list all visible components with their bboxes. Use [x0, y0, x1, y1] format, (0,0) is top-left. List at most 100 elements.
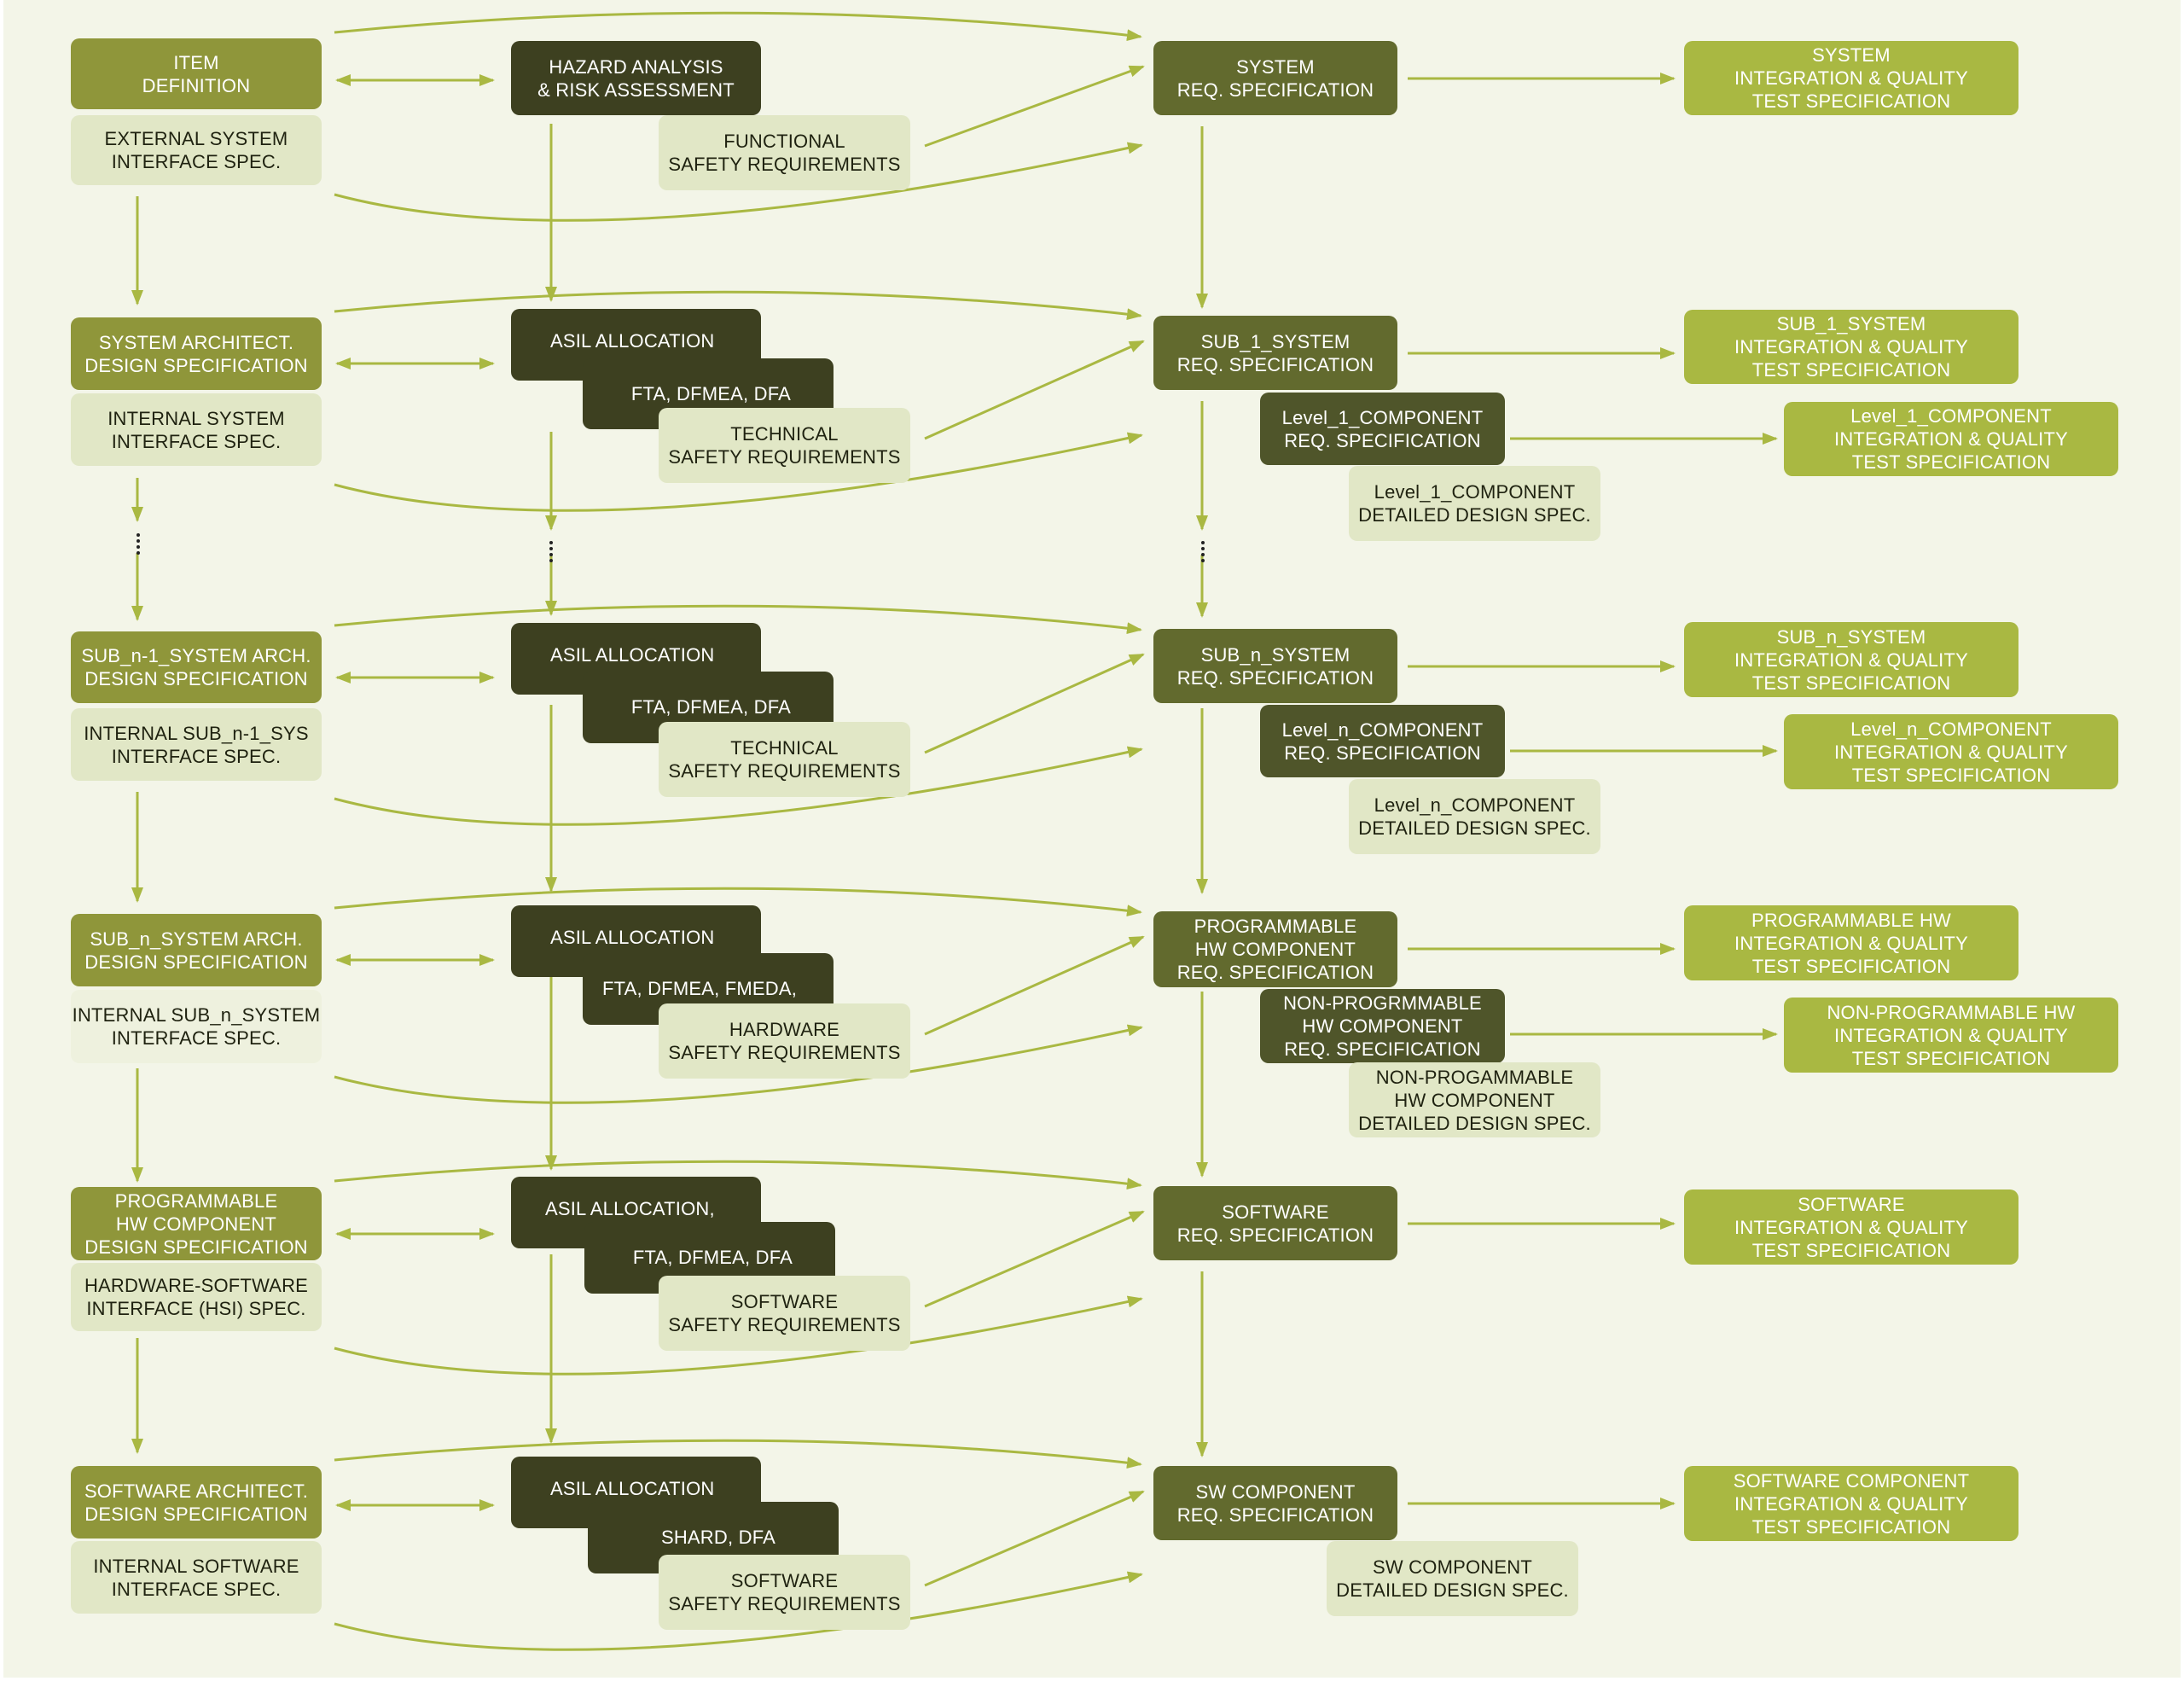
system-req-spec-label: SYSTEM REQ. SPECIFICATION — [1176, 55, 1374, 101]
non-programmable-hw-detailed-design-label: NON-PROGAMMABLE HW COMPONENT DETAILED DE… — [1358, 1066, 1591, 1134]
programmable-hw-integration-test-spec-box: PROGRAMMABLE HW INTEGRATION & QUALITY TE… — [1684, 905, 2018, 980]
arc-bottom-3 — [334, 1024, 1143, 1104]
asil-allocation-label-4: ASIL ALLOCATION, — [545, 1198, 715, 1219]
level1-component-detailed-design-box: Level_1_COMPONENT DETAILED DESIGN SPEC. — [1349, 466, 1600, 541]
programmable-hw-component-design-spec-box: PROGRAMMABLE HW COMPONENT DESIGN SPECIFI… — [71, 1187, 322, 1260]
asil-allocation-label-3: ASIL ALLOCATION — [550, 927, 715, 948]
sub-n-system-integration-test-spec-box: SUB_n_SYSTEM INTEGRATION & QUALITY TEST … — [1684, 622, 2018, 697]
level1-component-req-spec-label: Level_1_COMPONENT REQ. SPECIFICATION — [1281, 406, 1484, 451]
analysis-methods-label-1: FTA, DFMEA, DFA — [630, 383, 791, 404]
sw-component-detailed-design-label: SW COMPONENT DETAILED DESIGN SPEC. — [1336, 1556, 1569, 1601]
safety-to-spec-1 — [924, 340, 1145, 440]
level1-component-integration-test-spec-label: Level_1_COMPONENT INTEGRATION & QUALITY … — [1834, 405, 2068, 473]
system-architect-design-spec-label: SYSTEM ARCHITECT. DESIGN SPECIFICATION — [84, 331, 308, 376]
hardware-software-interface-label: HARDWARE-SOFTWARE INTERFACE (HSI) SPEC. — [84, 1275, 309, 1319]
level1-component-integration-test-spec-box: Level_1_COMPONENT INTEGRATION & QUALITY … — [1784, 402, 2118, 476]
sub-n-system-arch-design-spec-box: SUB_n_SYSTEM ARCH. DESIGN SPECIFICATION — [71, 914, 322, 986]
level-n-component-integration-test-spec-label: Level_n_COMPONENT INTEGRATION & QUALITY … — [1834, 718, 2068, 786]
functional-safety-requirements-label: FUNCTIONAL SAFETY REQUIREMENTS — [668, 131, 901, 175]
arc-bottom-4 — [334, 1295, 1143, 1376]
software-safety-requirements-box-2: SOFTWARE SAFETY REQUIREMENTS — [659, 1555, 910, 1630]
safety-to-spec-4 — [924, 1210, 1145, 1308]
hazard-analysis-box: HAZARD ANALYSIS & RISK ASSESSMENT — [511, 41, 761, 115]
sub-n-1-system-arch-design-spec-label: SUB_n-1_SYSTEM ARCH. DESIGN SPECIFICATIO… — [81, 645, 311, 689]
sub1-system-req-spec-box: SUB_1_SYSTEM REQ. SPECIFICATION — [1153, 316, 1397, 390]
analysis-methods-label-5: SHARD, DFA — [660, 1527, 775, 1548]
sw-component-req-spec-label: SW COMPONENT REQ. SPECIFICATION — [1176, 1480, 1374, 1526]
internal-system-interface-box: INTERNAL SYSTEM INTERFACE SPEC. — [71, 393, 322, 466]
internal-system-interface-label: INTERNAL SYSTEM INTERFACE SPEC. — [107, 407, 285, 452]
software-safety-requirements-label-2: SOFTWARE SAFETY REQUIREMENTS — [668, 1570, 901, 1614]
sw-component-req-spec-box: SW COMPONENT REQ. SPECIFICATION — [1153, 1466, 1397, 1540]
programmable-hw-component-design-spec-label: PROGRAMMABLE HW COMPONENT DESIGN SPECIFI… — [84, 1189, 308, 1258]
sub-n-system-req-spec-box: SUB_n_SYSTEM REQ. SPECIFICATION — [1153, 629, 1397, 703]
asil-allocation-label-1: ASIL ALLOCATION — [550, 330, 715, 352]
arc-bottom-0 — [334, 142, 1143, 222]
technical-safety-requirements-box-1: TECHNICAL SAFETY REQUIREMENTS — [659, 408, 910, 483]
software-req-spec-box: SOFTWARE REQ. SPECIFICATION — [1153, 1186, 1397, 1260]
hardware-software-interface-box: HARDWARE-SOFTWARE INTERFACE (HSI) SPEC. — [71, 1263, 322, 1331]
system-architect-design-spec-box: SYSTEM ARCHITECT. DESIGN SPECIFICATION — [71, 317, 322, 390]
level-n-component-detailed-design-box: Level_n_COMPONENT DETAILED DESIGN SPEC. — [1349, 779, 1600, 854]
sub1-system-req-spec-label: SUB_1_SYSTEM REQ. SPECIFICATION — [1176, 330, 1374, 375]
non-programmable-hw-detailed-design-box: NON-PROGAMMABLE HW COMPONENT DETAILED DE… — [1349, 1062, 1600, 1137]
software-safety-requirements-box-1: SOFTWARE SAFETY REQUIREMENTS — [659, 1276, 910, 1351]
software-component-integration-test-spec-label: SOFTWARE COMPONENT INTEGRATION & QUALITY… — [1733, 1469, 1970, 1538]
safety-to-spec-5 — [924, 1490, 1145, 1587]
hazard-analysis-label: HAZARD ANALYSIS & RISK ASSESSMENT — [537, 55, 735, 101]
software-integration-test-spec-box: SOFTWARE INTEGRATION & QUALITY TEST SPEC… — [1684, 1189, 2018, 1265]
technical-safety-requirements-label-2: TECHNICAL SAFETY REQUIREMENTS — [668, 737, 901, 782]
external-system-interface-label: EXTERNAL SYSTEM INTERFACE SPEC. — [104, 128, 288, 172]
non-programmable-hw-integration-test-spec-box: NON-PROGRAMMABLE HW INTEGRATION & QUALIT… — [1784, 998, 2118, 1073]
programmable-hw-integration-test-spec-label: PROGRAMMABLE HW INTEGRATION & QUALITY TE… — [1734, 909, 1968, 977]
system-integration-test-spec-box: SYSTEM INTEGRATION & QUALITY TEST SPECIF… — [1684, 41, 2018, 115]
arc-top-4 — [334, 1160, 1142, 1190]
internal-sub-n-1-sys-interface-label: INTERNAL SUB_n-1_SYS INTERFACE SPEC. — [84, 722, 309, 767]
system-integration-test-spec-label: SYSTEM INTEGRATION & QUALITY TEST SPECIF… — [1734, 44, 1968, 112]
level-n-component-integration-test-spec-box: Level_n_COMPONENT INTEGRATION & QUALITY … — [1784, 714, 2118, 789]
level-n-component-req-spec-box: Level_n_COMPONENT REQ. SPECIFICATION — [1260, 705, 1505, 777]
arc-bottom-2 — [334, 746, 1143, 826]
sub1-system-integration-test-spec-box: SUB_1_SYSTEM INTEGRATION & QUALITY TEST … — [1684, 310, 2018, 384]
arc-top-3 — [334, 887, 1142, 917]
level-n-component-req-spec-label: Level_n_COMPONENT REQ. SPECIFICATION — [1281, 718, 1484, 764]
hardware-safety-requirements-label: HARDWARE SAFETY REQUIREMENTS — [668, 1019, 901, 1063]
internal-sub-n-1-sys-interface-box: INTERNAL SUB_n-1_SYS INTERFACE SPEC. — [71, 708, 322, 781]
sub-n-system-integration-test-spec-label: SUB_n_SYSTEM INTEGRATION & QUALITY TEST … — [1734, 625, 1968, 694]
level1-component-req-spec-box: Level_1_COMPONENT REQ. SPECIFICATION — [1260, 393, 1505, 465]
sub-n-system-arch-design-spec-label: SUB_n_SYSTEM ARCH. DESIGN SPECIFICATION — [84, 928, 308, 973]
non-programmable-hw-component-req-spec-box: NON-PROGRMMABLE HW COMPONENT REQ. SPECIF… — [1260, 989, 1505, 1063]
analysis-methods-label-4: FTA, DFMEA, DFA — [632, 1247, 793, 1268]
item-definition-label: ITEM DEFINITION — [142, 51, 251, 96]
software-component-integration-test-spec-box: SOFTWARE COMPONENT INTEGRATION & QUALITY… — [1684, 1466, 2018, 1541]
arc-top-2 — [334, 604, 1142, 635]
software-architect-design-spec-label: SOFTWARE ARCHITECT. DESIGN SPECIFICATION — [84, 1480, 309, 1525]
arc-top-5 — [334, 1439, 1142, 1469]
asil-allocation-box-1: ASIL ALLOCATION — [511, 309, 761, 381]
asil-allocation-label-2: ASIL ALLOCATION — [550, 644, 715, 666]
non-programmable-hw-component-req-spec-label: NON-PROGRMMABLE HW COMPONENT REQ. SPECIF… — [1283, 992, 1482, 1060]
software-safety-requirements-label-1: SOFTWARE SAFETY REQUIREMENTS — [668, 1291, 901, 1335]
software-architect-design-spec-box: SOFTWARE ARCHITECT. DESIGN SPECIFICATION — [71, 1466, 322, 1538]
internal-software-interface-label: INTERNAL SOFTWARE INTERFACE SPEC. — [93, 1555, 299, 1600]
programmable-hw-component-req-spec-label: PROGRAMMABLE HW COMPONENT REQ. SPECIFICA… — [1176, 916, 1374, 983]
analysis-methods-box-3: FTA, DFMEA, FMEDA, DFA — [583, 953, 834, 1025]
analysis-methods-label-2: FTA, DFMEA, DFA — [630, 696, 791, 718]
asil-allocation-label-5: ASIL ALLOCATION — [550, 1478, 715, 1499]
level-n-component-detailed-design-label: Level_n_COMPONENT DETAILED DESIGN SPEC. — [1358, 794, 1591, 839]
safety-to-spec-0 — [924, 65, 1145, 148]
safety-to-spec-2 — [924, 653, 1145, 754]
functional-safety-requirements-box: FUNCTIONAL SAFETY REQUIREMENTS — [659, 115, 910, 190]
arc-bottom-5 — [334, 1571, 1143, 1651]
level1-component-detailed-design-label: Level_1_COMPONENT DETAILED DESIGN SPEC. — [1358, 481, 1591, 526]
internal-sub-n-system-interface-box: INTERNAL SUB_n_SYSTEM INTERFACE SPEC. — [71, 990, 322, 1063]
ellipsis-dots-col2 — [549, 541, 555, 565]
software-req-spec-label: SOFTWARE REQ. SPECIFICATION — [1176, 1201, 1374, 1246]
ellipsis-dots-col1 — [136, 533, 142, 557]
system-req-spec-box: SYSTEM REQ. SPECIFICATION — [1153, 41, 1397, 115]
ellipsis-dots-col3 — [1201, 541, 1206, 565]
technical-safety-requirements-label-1: TECHNICAL SAFETY REQUIREMENTS — [668, 423, 901, 468]
sub-n-system-req-spec-label: SUB_n_SYSTEM REQ. SPECIFICATION — [1176, 643, 1374, 689]
software-integration-test-spec-label: SOFTWARE INTEGRATION & QUALITY TEST SPEC… — [1734, 1193, 1968, 1261]
